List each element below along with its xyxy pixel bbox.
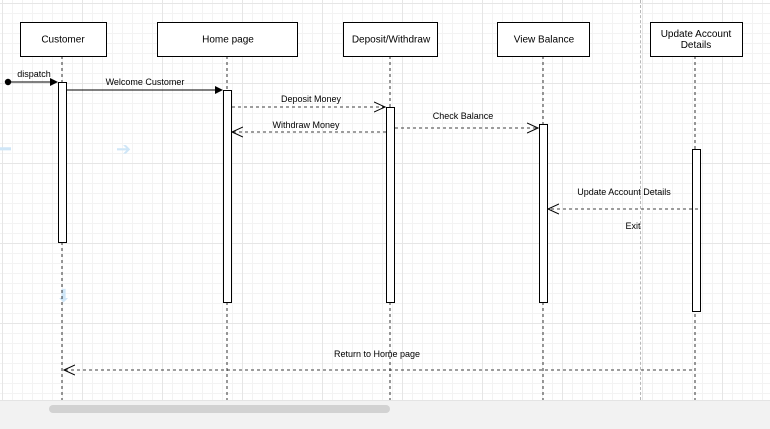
lifeline-label: View Balance [514, 35, 575, 46]
lifeline-box [343, 22, 438, 57]
lifeline-box [157, 22, 298, 57]
message-label: Return to Home page [334, 349, 420, 359]
lifeline-label: Details [681, 40, 712, 51]
message-label: Exit [625, 221, 641, 231]
horizontal-scrollbar[interactable] [0, 400, 770, 429]
activation-bar [539, 124, 548, 303]
activation-bar [386, 107, 395, 303]
activation-bar [223, 90, 232, 303]
message-label: Check Balance [433, 111, 494, 121]
message-label: Welcome Customer [106, 77, 185, 87]
message-label: dispatch [17, 69, 51, 79]
message-label: Deposit Money [281, 94, 342, 104]
activation-bar [692, 149, 701, 312]
lifeline-box [497, 22, 590, 57]
message-label: Withdraw Money [272, 120, 340, 130]
connect-arrow-hint-icon: ━ [0, 139, 11, 159]
connect-arrow-hint-icon: ➔ [116, 139, 132, 159]
lifeline-box [20, 22, 107, 57]
sequence-diagram: Customer Home page Deposit/Withdraw View Ba… [4, 22, 743, 400]
lifeline-label: Home page [202, 35, 254, 46]
message-label: Update Account Details [577, 187, 671, 197]
lifeline-box [650, 22, 743, 57]
page-boundary [640, 0, 641, 400]
lifeline-label: Deposit/Withdraw [352, 35, 431, 46]
lifeline-label: Customer [41, 35, 85, 46]
lifeline-label: Update Account [661, 29, 732, 40]
connect-arrow-hint-icon: ⬇ [56, 286, 72, 306]
scrollbar-thumb[interactable] [49, 405, 390, 413]
diagram-canvas[interactable]: ➔ ━ ⬇ Customer Home page Deposit/Withdraw V… [0, 0, 770, 400]
activation-bar [58, 82, 67, 243]
